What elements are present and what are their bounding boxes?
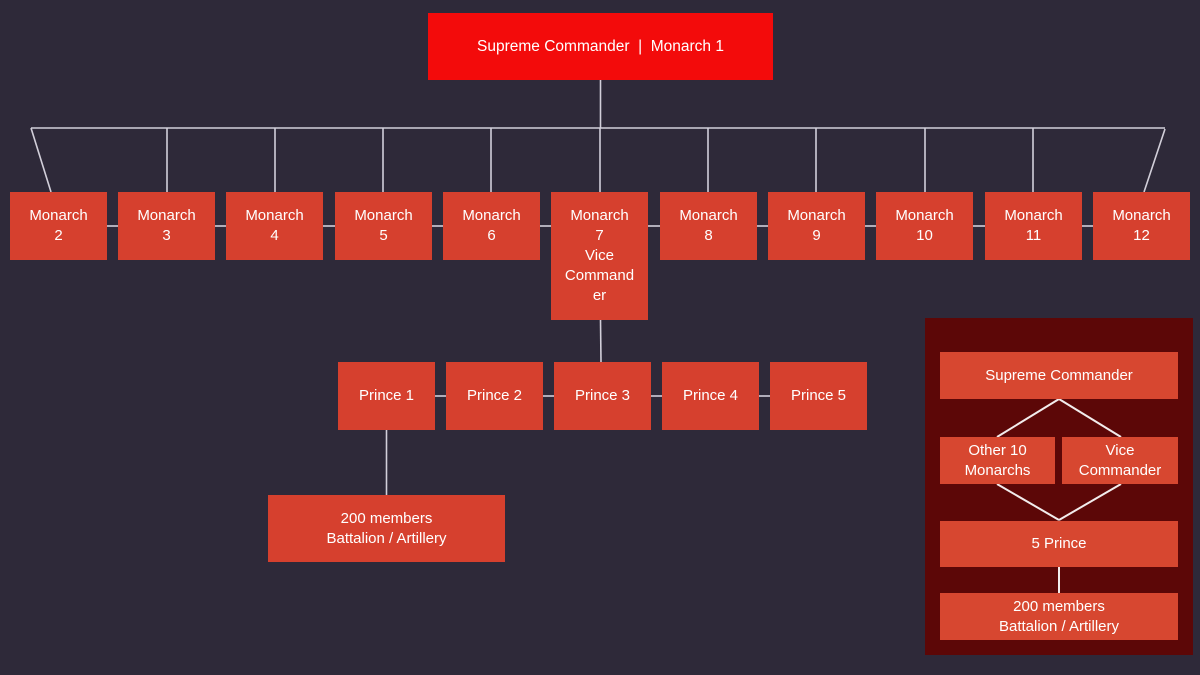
summary-node-vice-commander: Vice Commander <box>1062 437 1178 484</box>
node-monarch-7-vice-commander: Monarch 7 Vice Commander <box>551 192 648 320</box>
summary-node-supreme-commander: Supreme Commander <box>940 352 1178 399</box>
node-monarch-9: Monarch 9 <box>768 192 865 260</box>
node-prince-2: Prince 2 <box>446 362 543 430</box>
node-monarch-6: Monarch 6 <box>443 192 540 260</box>
node-monarch-2: Monarch 2 <box>10 192 107 260</box>
node-monarch-11: Monarch 11 <box>985 192 1082 260</box>
node-prince-1: Prince 1 <box>338 362 435 430</box>
node-monarch-4: Monarch 4 <box>226 192 323 260</box>
summary-node-5-prince: 5 Prince <box>940 521 1178 567</box>
node-battalion: 200 members Battalion / Artillery <box>268 495 505 562</box>
node-monarch-8: Monarch 8 <box>660 192 757 260</box>
node-prince-4: Prince 4 <box>662 362 759 430</box>
summary-node-other-monarchs: Other 10 Monarchs <box>940 437 1055 484</box>
node-prince-5: Prince 5 <box>770 362 867 430</box>
node-monarch-5: Monarch 5 <box>335 192 432 260</box>
summary-panel: Supreme Commander Other 10 Monarchs Vice… <box>925 318 1193 655</box>
summary-node-battalion: 200 members Battalion / Artillery <box>940 593 1178 640</box>
node-monarch-10: Monarch 10 <box>876 192 973 260</box>
node-monarch-3: Monarch 3 <box>118 192 215 260</box>
node-supreme-commander: Supreme Commander | Monarch 1 <box>428 13 773 80</box>
node-prince-3: Prince 3 <box>554 362 651 430</box>
node-monarch-12: Monarch 12 <box>1093 192 1190 260</box>
